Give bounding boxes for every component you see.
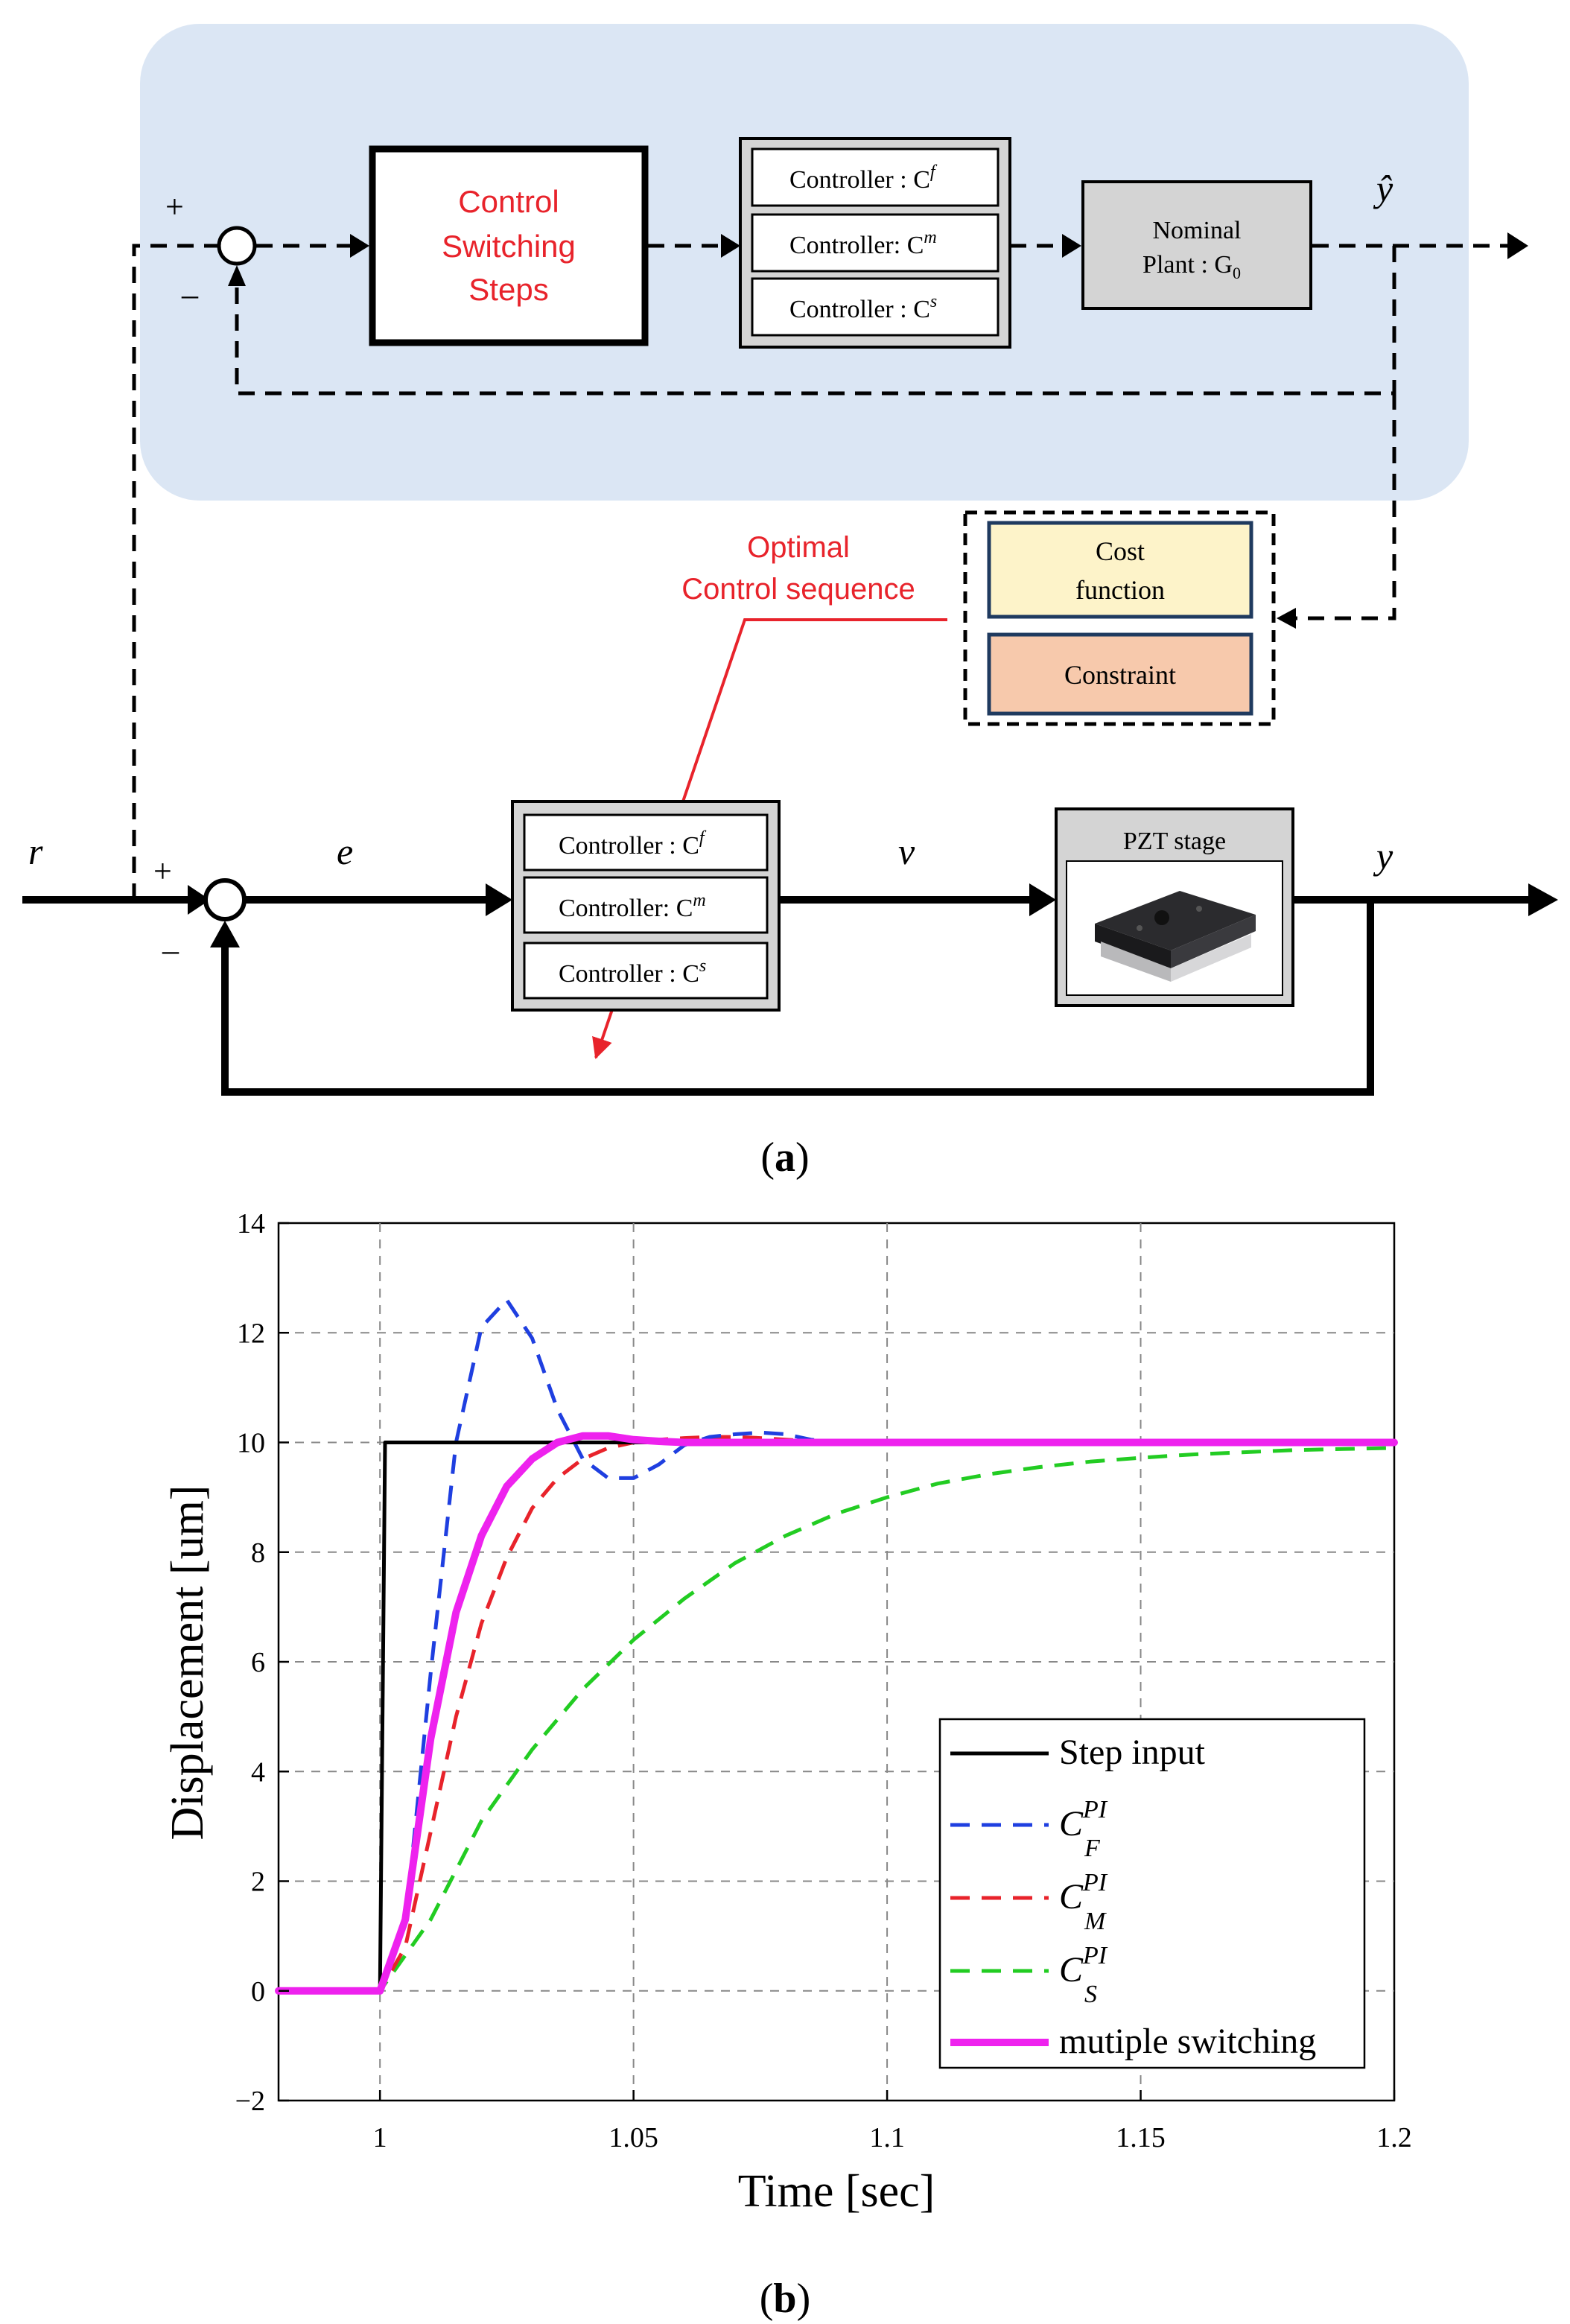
lower-controller-cs-box	[523, 942, 769, 1000]
nominal-plant-box	[1081, 180, 1312, 310]
x-tick-label: 1	[373, 2122, 387, 2153]
arrowhead-stage	[1029, 883, 1056, 916]
arrowhead-upper-feedback	[228, 265, 246, 286]
y-tick-label: −2	[235, 2086, 265, 2117]
optimal-line-1: Optimal	[747, 531, 850, 564]
control-switching-line-2: Switching	[442, 229, 576, 264]
arrowhead-switching	[350, 234, 369, 258]
arrowhead-plant	[1062, 234, 1081, 258]
y-tick-label: 10	[237, 1428, 265, 1459]
y-tick-label: 0	[251, 1976, 265, 2007]
upper-loop-arrowheads	[220, 232, 1528, 629]
lower-controller-cf-label: Controller : Cf	[559, 828, 707, 860]
pzt-stage-label: PZT stage	[1123, 828, 1226, 855]
series-line-1	[279, 1298, 1394, 1993]
caption-a: (a)	[760, 1134, 809, 1181]
control-switching-box	[369, 145, 649, 346]
lower-controller-cf-box	[523, 813, 769, 872]
x-tick-label: 1.1	[869, 2122, 905, 2153]
x-tick-label: 1.15	[1116, 2122, 1166, 2153]
y-tick-label: 4	[251, 1756, 265, 1788]
cost-function-box	[987, 521, 1253, 619]
series-line-3	[279, 1446, 1395, 1993]
legend-label-4: mutiple switching	[1059, 2022, 1316, 2061]
cost-function-line-1: Cost	[1096, 536, 1145, 566]
arrowhead-lower-controllers	[486, 883, 512, 916]
nominal-plant-line-1: Nominal	[1153, 217, 1242, 244]
v-label: v	[898, 831, 915, 872]
y-tick-label: 12	[237, 1318, 265, 1349]
y-hat-label: ŷ	[1373, 168, 1393, 209]
lower-controller-cs-label: Controller : Cs	[559, 956, 706, 988]
arrowhead-controllers	[721, 234, 740, 258]
legend-label-0: Step input	[1059, 1733, 1206, 1772]
lower-feedback-line	[221, 900, 1374, 1096]
x-axis-label: Time [sec]	[738, 2166, 935, 2217]
upper-controller-cm-box	[751, 213, 999, 273]
r-label: r	[28, 831, 43, 872]
upper-controller-cf-label: Controller : Cf	[789, 162, 938, 194]
reference-to-upper-sum	[132, 244, 217, 900]
upper-plus-sign: +	[165, 188, 184, 225]
upper-summing-junction	[217, 226, 257, 266]
lower-minus-sign: –	[162, 932, 179, 968]
arrowhead-cost	[1277, 608, 1296, 629]
constraint-box	[987, 632, 1253, 716]
arrowhead-lower-sum	[188, 885, 210, 915]
chart-ticks: 1 1.05 1.1 1.15 1.2 −2 0 2 4 6 8 10 12 14	[235, 1208, 1412, 2153]
upper-controller-cf-box	[751, 147, 999, 207]
lower-loop-arrowheads	[188, 883, 1558, 947]
chart-legend	[938, 1718, 1366, 2069]
optimal-line-2: Control sequence	[681, 573, 915, 606]
control-switching-line-3: Steps	[468, 272, 548, 307]
constraint-label: Constraint	[1064, 660, 1176, 690]
y-label: y	[1373, 835, 1393, 877]
upper-feedback-line	[235, 246, 1396, 396]
control-switching-line-1: Control	[458, 184, 559, 219]
y-tick-label: 14	[237, 1208, 265, 1239]
series-line-4	[275, 1432, 1398, 1995]
pzt-stage-image	[1095, 891, 1256, 982]
diagram-a: + – ŷ Control Switching Steps Controller…	[22, 24, 1558, 1181]
x-tick-label: 1.05	[608, 2122, 658, 2153]
lower-plus-sign: +	[153, 853, 172, 889]
arrowhead-y-out	[1528, 883, 1558, 916]
y-axis-label: Displacement [um]	[162, 1485, 213, 1841]
output-to-cost-line	[1288, 393, 1396, 620]
y-tick-label: 2	[251, 1867, 265, 1898]
y-tick-label: 6	[251, 1647, 265, 1678]
y-tick-label: 8	[251, 1537, 265, 1569]
cost-function-line-2: function	[1075, 575, 1165, 605]
upper-controller-cs-box	[751, 277, 999, 337]
lower-controller-cm-label: Controller: Cm	[559, 891, 706, 922]
x-tick-label: 1.2	[1376, 2122, 1412, 2153]
arrowhead-lower-feedback	[210, 921, 240, 947]
caption-b: (b)	[760, 2276, 810, 2322]
upper-minus-sign: –	[181, 276, 199, 313]
lower-loop-signal-lines	[22, 896, 1534, 1096]
chart-series	[275, 1298, 1398, 1995]
lower-controller-cm-box	[523, 876, 769, 934]
e-label: e	[337, 831, 353, 872]
nominal-plant-line-2: Plant : G0	[1142, 251, 1241, 282]
upper-controller-cs-label: Controller : Cs	[789, 292, 937, 323]
arrowhead-yhat-out	[1507, 232, 1528, 259]
upper-controller-cm-label: Controller: Cm	[789, 228, 937, 259]
lower-summing-junction	[203, 878, 247, 921]
